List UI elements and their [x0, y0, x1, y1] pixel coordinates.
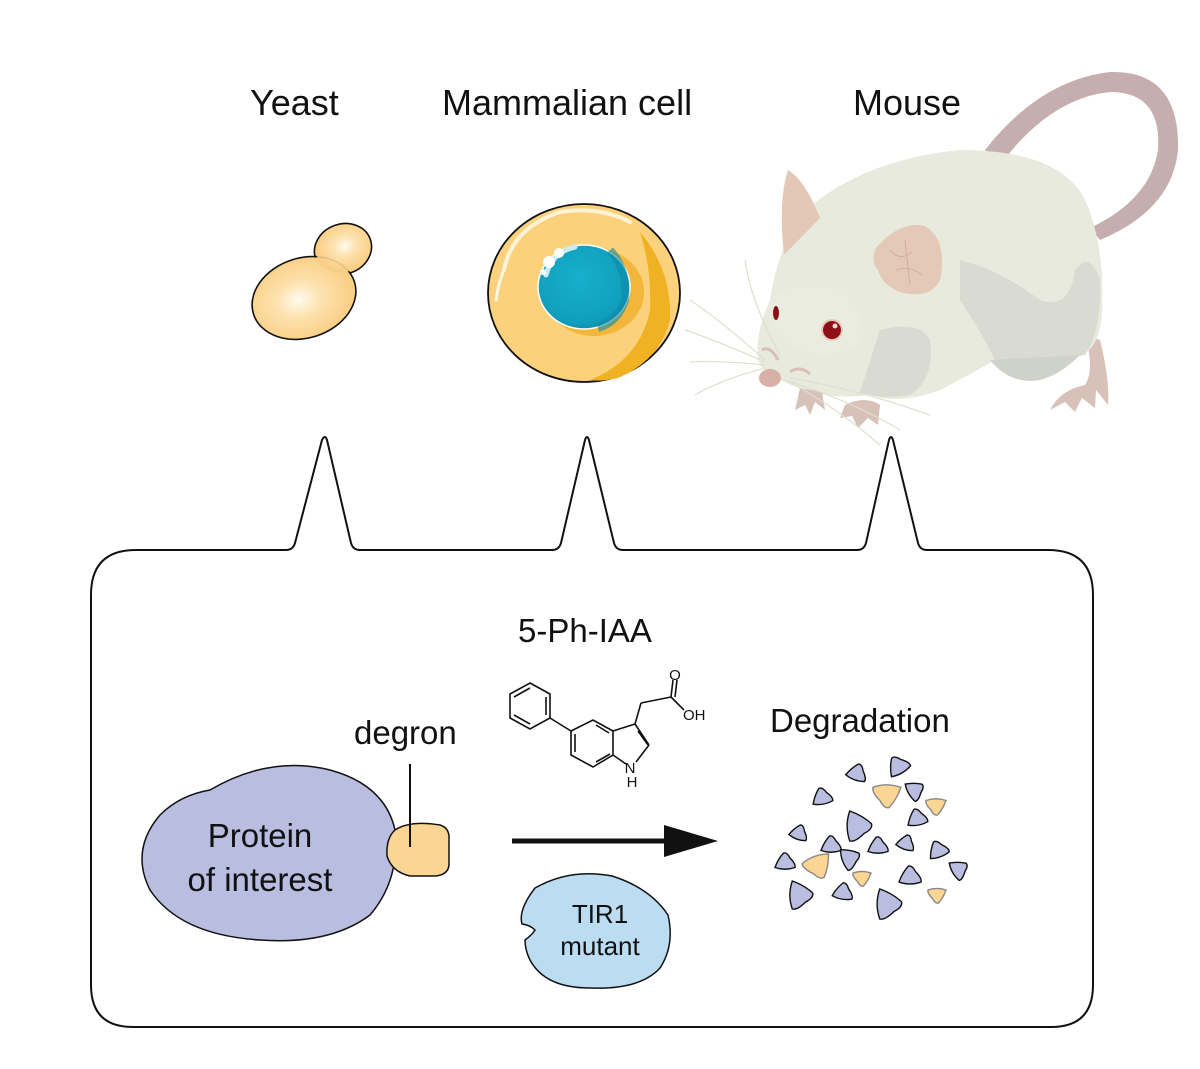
- protein-of-interest: [141, 764, 397, 942]
- mammalian-cell-label: Mammalian cell: [442, 82, 693, 123]
- protein-fragment: [839, 849, 861, 872]
- reaction-arrow: [512, 825, 718, 857]
- mammalian-cell-illustration: [487, 203, 681, 383]
- degron-fragment: [852, 870, 872, 887]
- protein-fragment: [820, 835, 842, 853]
- degradation-label: Degradation: [770, 702, 950, 739]
- atom-h: H: [627, 774, 638, 791]
- protein-fragment: [787, 824, 808, 842]
- protein-fragment: [867, 836, 889, 854]
- yeast-label: Yeast: [250, 82, 339, 123]
- tir1-mutant: [520, 872, 671, 989]
- mouse-illustration: [684, 71, 1179, 446]
- protein-fragment: [844, 763, 867, 783]
- protein-fragment: [929, 840, 951, 860]
- yeast-illustration: [251, 222, 373, 341]
- protein-label: Protein of interest: [160, 814, 360, 902]
- protein-fragment: [948, 861, 968, 882]
- mouse-label: Mouse: [853, 82, 962, 123]
- mouse-ear-near: [873, 224, 943, 295]
- degradation-fragments: [774, 756, 968, 920]
- compound-label: 5-Ph-IAA: [518, 612, 652, 649]
- degron-fragment: [925, 798, 947, 816]
- callout-panel: [90, 436, 1094, 1028]
- degron-fragment: [801, 853, 830, 879]
- degron: [386, 822, 450, 877]
- atom-oh: OH: [683, 707, 706, 724]
- mouse-nose: [759, 369, 781, 387]
- yeast-body: [251, 255, 357, 341]
- mouse-tail: [985, 71, 1179, 240]
- mouse-whiskers: [684, 259, 931, 446]
- tir1-label-line1: TIR1: [571, 899, 629, 929]
- cell-nucleus: [537, 244, 631, 330]
- mouse-ear-far: [781, 170, 820, 255]
- protein-fragment: [846, 810, 873, 842]
- protein-fragment: [876, 888, 903, 920]
- protein-fragment: [898, 865, 922, 885]
- protein-fragment: [812, 787, 834, 806]
- degron-label: degron: [354, 714, 457, 751]
- tir1-label-line2: mutant: [560, 931, 640, 961]
- protein-label-line2: of interest: [187, 861, 333, 898]
- protein-fragment: [904, 782, 924, 803]
- protein-fragment: [831, 882, 853, 901]
- mouse-eye: [821, 319, 843, 341]
- tir1-label: TIR1 mutant: [540, 898, 660, 962]
- atom-n: N: [625, 760, 636, 777]
- degron-fragment: [927, 887, 947, 904]
- protein-fragment: [907, 808, 929, 827]
- protein-fragment: [889, 756, 912, 778]
- protein-fragment: [789, 880, 814, 910]
- degron-fragment: [872, 784, 902, 809]
- protein-label-line1: Protein: [207, 817, 313, 854]
- protein-fragment: [774, 852, 796, 870]
- protein-fragment: [894, 834, 915, 852]
- atom-o: O: [669, 667, 681, 684]
- 5-ph-iaa-structure: [509, 679, 685, 768]
